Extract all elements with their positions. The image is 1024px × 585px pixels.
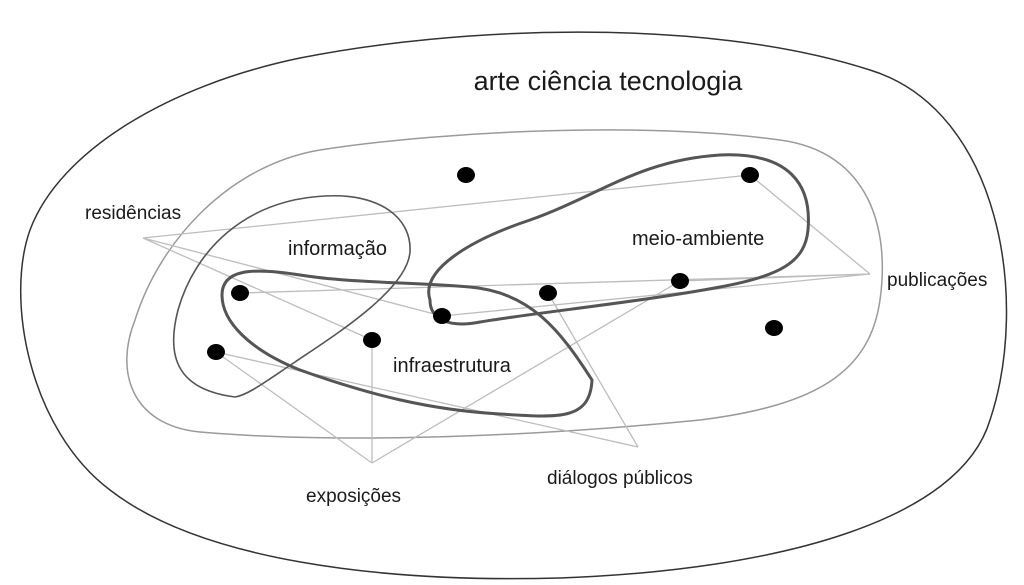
node-dot	[671, 273, 689, 289]
node-dot	[363, 332, 381, 348]
nodes	[207, 167, 783, 360]
activity-label-exposicoes: exposições	[306, 486, 401, 507]
link-line	[371, 280, 681, 464]
inner-boundary	[126, 129, 884, 439]
outer-boundary	[20, 31, 1008, 580]
activity-label-residencias: residências	[85, 203, 181, 224]
link-line	[142, 237, 373, 341]
node-dot	[539, 285, 557, 301]
cluster-boundary-meio-ambiente	[427, 153, 810, 326]
cluster-label-infraestrutura: infraestrutura	[393, 355, 512, 377]
node-dot	[457, 167, 475, 183]
node-dot	[433, 308, 451, 324]
link-line	[142, 237, 443, 317]
cluster-boundary-informacao	[172, 195, 411, 398]
link-line	[215, 351, 373, 464]
activity-label-dialogos-publicos: diálogos públicos	[547, 468, 693, 489]
link-line	[679, 273, 871, 282]
node-dot	[741, 167, 759, 183]
cluster-label-meio-ambiente: meio-ambiente	[632, 228, 764, 250]
activity-label-publicacoes: publicações	[887, 270, 987, 291]
node-dot	[207, 344, 225, 360]
node-dot	[765, 320, 783, 336]
diagram-title: arte ciência tecnologia	[474, 66, 744, 96]
cluster-boundary-infraestrutura	[220, 269, 594, 418]
link-line	[142, 174, 751, 239]
link-line	[749, 174, 871, 275]
cluster-label-informacao: informação	[288, 238, 387, 260]
node-dot	[231, 285, 249, 301]
link-line	[547, 292, 639, 448]
